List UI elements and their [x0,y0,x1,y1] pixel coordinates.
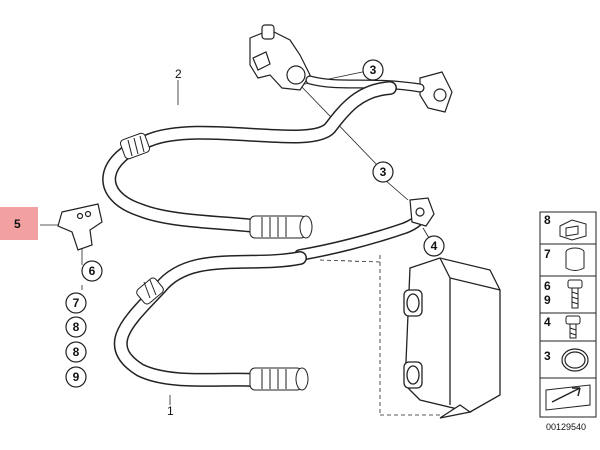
oil-cooler [403,257,501,419]
callout-circle-9: 9 [65,366,87,388]
callout-circle-4: 4 [423,235,445,257]
svg-text:6: 6 [89,264,96,278]
svg-text:4: 4 [431,239,438,253]
top-right-connector [419,71,453,113]
bolt-icon-4 [565,315,581,339]
arrow-icon [545,384,591,411]
callout-2: 2 [175,67,182,81]
callout-1: 1 [167,404,174,418]
hose-2 [102,81,397,239]
svg-text:3: 3 [380,165,387,179]
kit-num-8: 8 [544,213,551,227]
svg-text:3: 3 [370,63,377,77]
leader-lines [40,69,440,416]
svg-text:9: 9 [73,370,80,384]
callout-circle-7: 7 [65,292,87,314]
o-ring-icon [561,348,589,372]
reference-number: 00129540 [546,422,586,432]
hose-1 [113,251,309,391]
clip-icon [559,219,587,241]
cooler-connector [409,197,435,227]
bolt-icon-6-9 [567,279,583,309]
kit-num-4: 4 [544,315,551,329]
kit-num-3: 3 [544,349,551,363]
callout-circle-8a: 8 [65,316,87,338]
svg-text:8: 8 [73,345,80,359]
callout-circle-6: 6 [81,260,103,282]
sensor-connector-top [249,24,311,91]
callout-circle-3-top: 3 [362,59,384,81]
svg-text:7: 7 [73,296,80,310]
svg-text:8: 8 [73,320,80,334]
kit-num-6: 6 [544,279,551,293]
callout-5: 5 [14,217,21,231]
bracket [57,203,103,251]
bracket-5-highlight [0,207,38,240]
cap-icon [565,247,585,271]
kit-num-7: 7 [544,247,551,261]
callout-circle-8b: 8 [65,341,87,363]
kit-num-9: 9 [544,293,551,307]
circled-callouts: 3 3 4 6 7 8 8 9 [65,59,445,388]
callout-circle-3-mid: 3 [372,161,394,183]
parts-kit-panel: 8 7 6 9 4 3 [539,211,597,418]
